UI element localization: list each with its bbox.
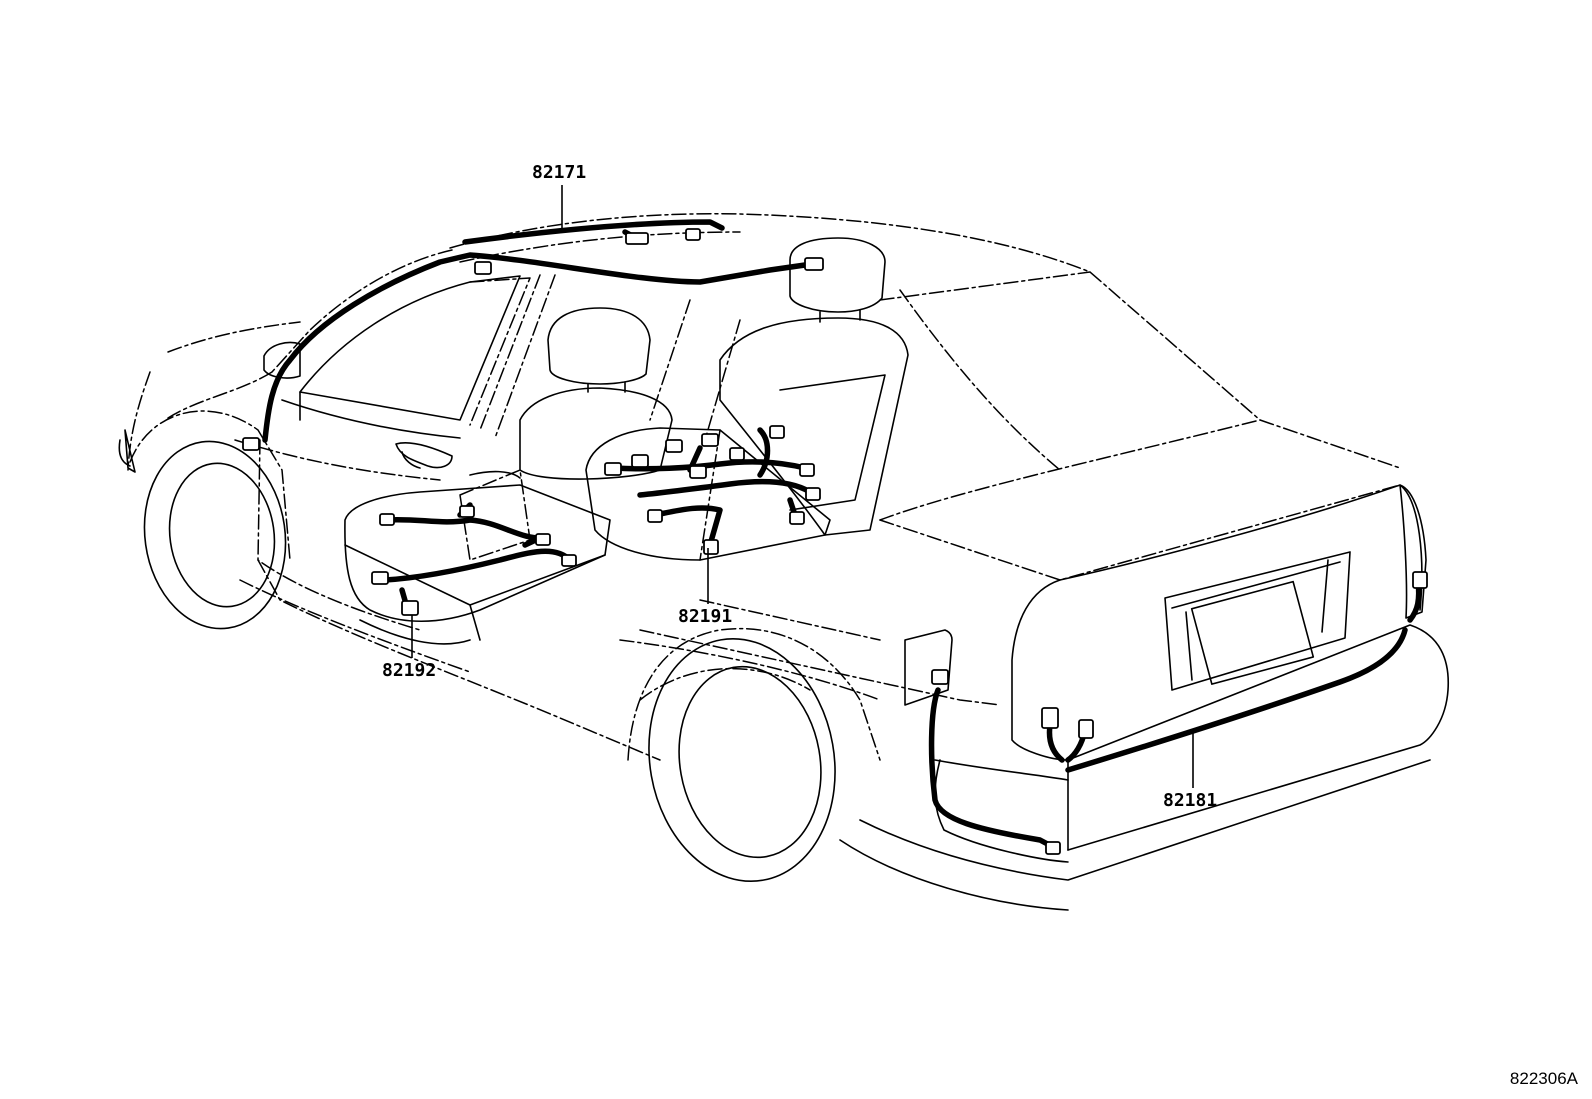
rear-seat-connector-d — [701, 433, 719, 447]
rear-seat-connector-h — [799, 463, 815, 477]
seats — [344, 237, 909, 645]
front-seat-connector-b — [379, 513, 395, 526]
callout-82181: 82181 — [1163, 790, 1217, 811]
trunk-connector-left-lamp — [1041, 707, 1059, 729]
trunk-connector-right-lamp — [1412, 571, 1428, 589]
front-seat-connector-c — [459, 505, 475, 518]
callout-82192: 82192 — [382, 660, 436, 681]
roof-connector-left — [474, 261, 492, 275]
rear-seat-connector-g — [689, 465, 707, 479]
rear-seat-connector-j — [789, 511, 805, 525]
trunk-connector-center — [1078, 719, 1094, 739]
callout-82191: 82191 — [678, 606, 732, 627]
rear-seat-connector-b — [631, 454, 649, 468]
harness-roof — [242, 219, 824, 451]
rear-seat-connector-i — [805, 487, 821, 501]
rear-seat-connector-main — [703, 539, 719, 555]
roof-connector-center — [625, 232, 649, 245]
fuel-lid-connector — [931, 669, 949, 685]
front-seat-connector-main — [401, 600, 419, 616]
harness-rear-seat — [604, 425, 821, 555]
rear-seat-connector-e — [729, 447, 745, 461]
rear-seat-connector-a — [604, 462, 622, 476]
diagram-code: 822306A — [1509, 1069, 1578, 1088]
front-seat-connector-d — [535, 533, 551, 546]
roof-connector-right — [804, 257, 824, 271]
roof-connector-small — [685, 228, 701, 241]
front-seat-connector-e — [561, 554, 577, 567]
harness-front-seat — [371, 502, 577, 616]
trunk-connector-lower — [1045, 841, 1061, 855]
harness-trunk — [928, 571, 1428, 855]
rear-seat-connector-k — [647, 509, 663, 523]
car-body — [118, 213, 1450, 911]
front-seat-connector-a — [371, 571, 389, 585]
callout-82171: 82171 — [532, 162, 586, 183]
pillar-connector — [242, 437, 260, 451]
rear-seat-connector-c — [665, 439, 683, 453]
rear-seat-connector-f — [769, 425, 785, 439]
